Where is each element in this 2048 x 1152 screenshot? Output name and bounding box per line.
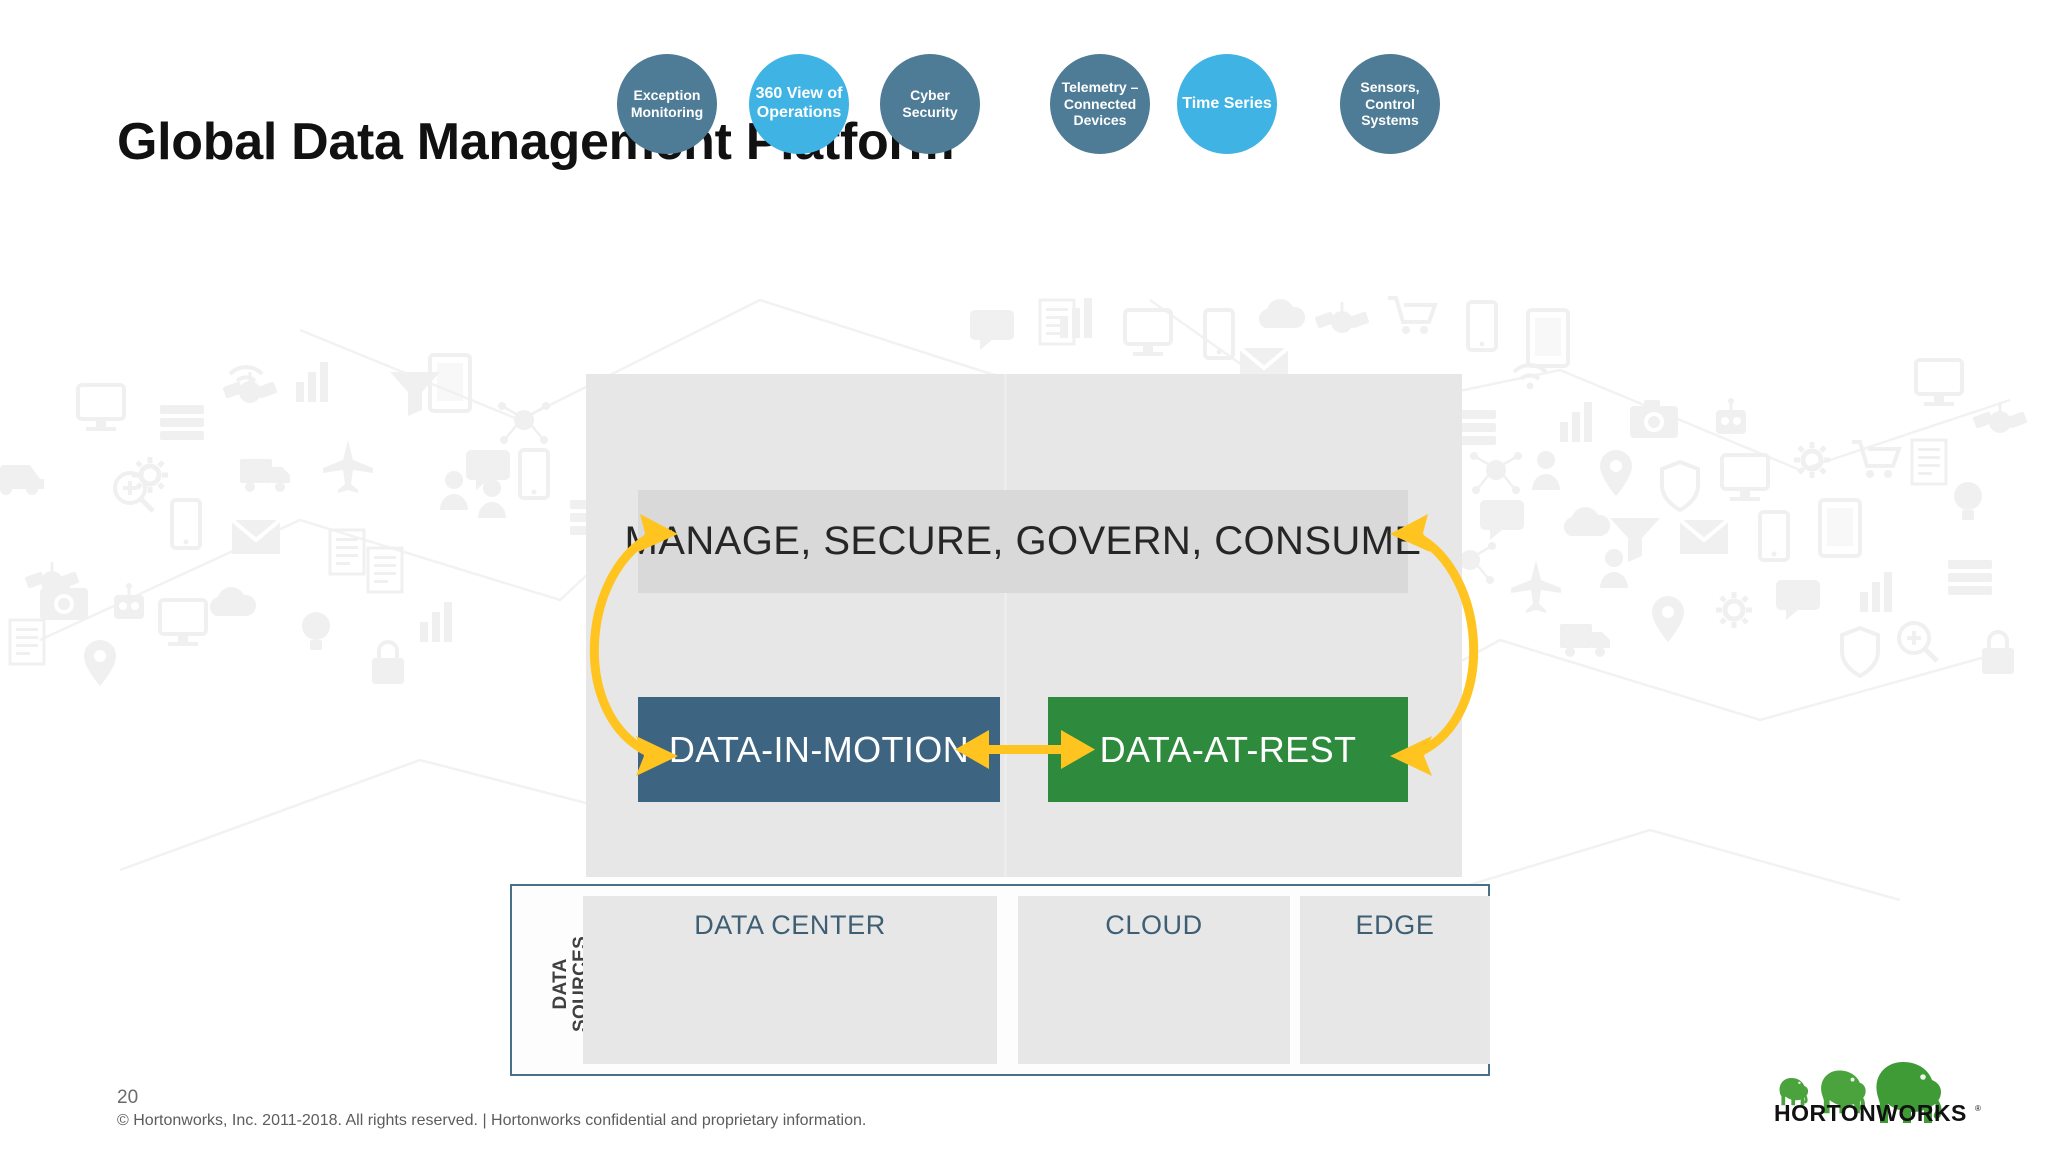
circle-exception-monitoring-label: Exception Monitoring [630, 87, 704, 120]
block-data-at-rest[interactable]: DATA-AT-REST [1048, 697, 1408, 802]
circle-exception-monitoring[interactable]: Exception Monitoring [617, 54, 717, 154]
banner-label: MANAGE, SECURE, GOVERN, CONSUME [624, 519, 1422, 563]
circle-cyber-security[interactable]: Cyber Security [880, 54, 980, 154]
hortonworks-logo: HORTONWORKS ® [1770, 1053, 1990, 1125]
circle-time-series-label: Time Series [1182, 94, 1272, 112]
panel-edge-title: EDGE [1355, 910, 1435, 940]
panel-edge: EDGE [1300, 896, 1490, 1064]
panel-data-center: DATA CENTER [583, 896, 997, 1064]
circle-sensors-control-systems[interactable]: Sensors, Control Systems [1340, 54, 1440, 154]
block-data-in-motion[interactable]: DATA-IN-MOTION [638, 697, 1000, 802]
slide-number: 20 [117, 1087, 139, 1108]
logo-wordmark: HORTONWORKS [1774, 1100, 1967, 1125]
panel-cloud: CLOUD [1018, 896, 1290, 1064]
block-data-in-motion-label: DATA-IN-MOTION [668, 728, 970, 770]
circle-360-view-of-operations[interactable]: 360 View of Operations [749, 54, 849, 154]
banner-manage-secure-govern-consume[interactable]: MANAGE, SECURE, GOVERN, CONSUME [625, 490, 1421, 593]
panel-data-center-title: DATA CENTER [694, 910, 886, 940]
circle-sensors-control-systems-label: Sensors, Control Systems [1360, 79, 1420, 129]
circle-360-view-of-operations-label: 360 View of Operations [755, 85, 843, 121]
block-data-at-rest-label: DATA-AT-REST [1099, 728, 1357, 770]
circle-cyber-security-label: Cyber Security [902, 87, 958, 120]
elephant-icons [1779, 1062, 1942, 1123]
circle-time-series[interactable]: Time Series [1177, 54, 1277, 154]
panel-cloud-title: CLOUD [1105, 910, 1203, 940]
container-seam [1004, 374, 1007, 877]
circle-telemetry-connected-devices[interactable]: Telemetry – Connected Devices [1050, 54, 1150, 154]
logo-trademark: ® [1975, 1104, 1981, 1113]
footer-copyright: © Hortonworks, Inc. 2011-2018. All right… [117, 1112, 867, 1129]
circle-telemetry-connected-devices-label: Telemetry – Connected Devices [1061, 79, 1139, 129]
